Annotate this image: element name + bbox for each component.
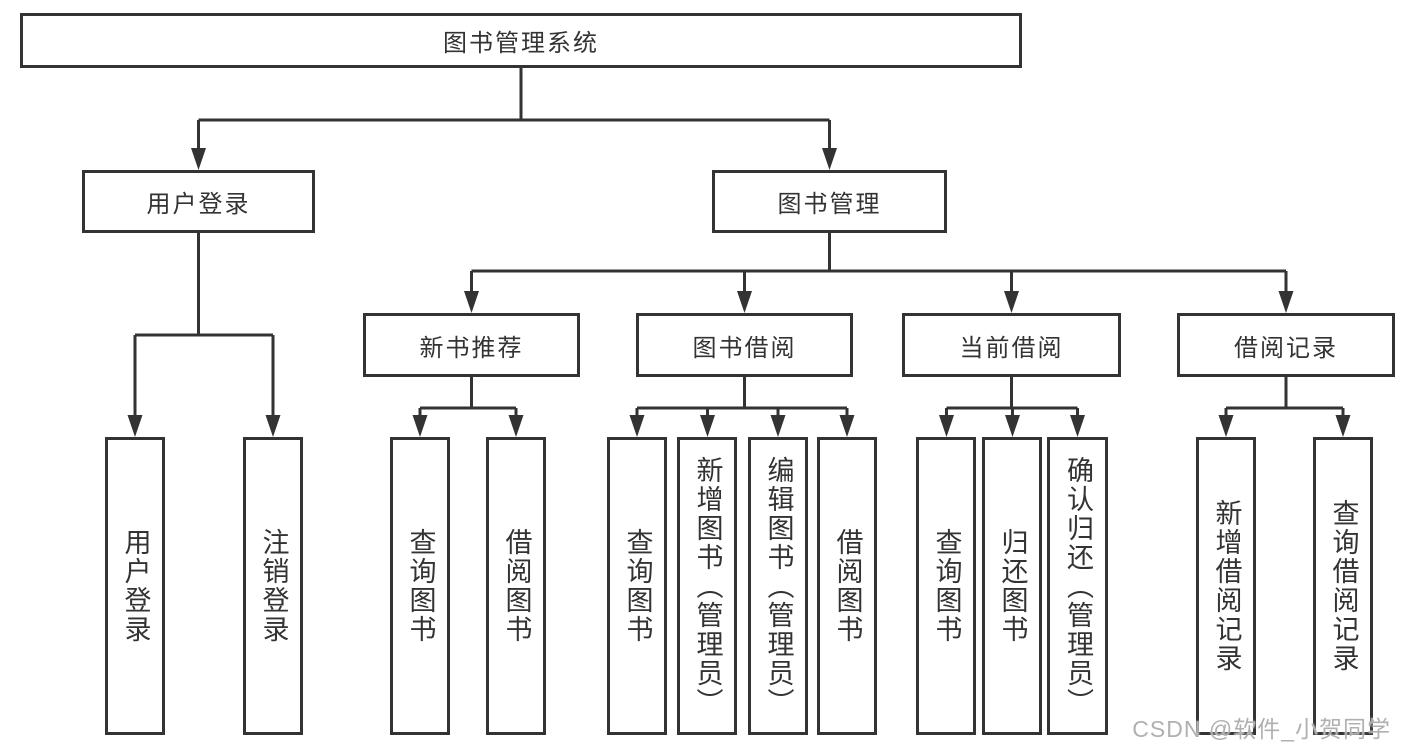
node-label: 借阅图书 bbox=[832, 528, 863, 644]
leaf-br-query-record: 查询借阅记录 bbox=[1313, 437, 1373, 735]
node-label: 用户登录 bbox=[146, 191, 251, 218]
node-borrow-records: 借阅记录 bbox=[1177, 313, 1395, 377]
leaf-cb-return-books: 归还图书 bbox=[982, 437, 1042, 735]
node-label: 查询借阅记录 bbox=[1328, 499, 1359, 673]
leaf-cb-confirm-return-admin: 确认归还（管理员） bbox=[1047, 437, 1108, 735]
leaf-nb-borrow-books: 借阅图书 bbox=[486, 437, 546, 735]
node-label: 图书管理系统 bbox=[443, 30, 599, 57]
node-label: 归还图书 bbox=[997, 528, 1028, 644]
leaf-bb-edit-books-admin: 编辑图书（管理员） bbox=[748, 437, 808, 735]
node-label: 借阅图书 bbox=[501, 528, 532, 644]
node-user-login: 用户登录 bbox=[82, 170, 315, 233]
node-label: 注销登录 bbox=[258, 528, 289, 644]
leaf-cb-query-books: 查询图书 bbox=[916, 437, 976, 735]
node-label: 编辑图书（管理员） bbox=[763, 455, 794, 717]
node-book-management: 图书管理 bbox=[712, 170, 947, 233]
node-book-borrow: 图书借阅 bbox=[636, 313, 853, 377]
node-label: 用户登录 bbox=[120, 528, 151, 644]
node-label: 借阅记录 bbox=[1234, 334, 1338, 362]
leaf-nb-query-books: 查询图书 bbox=[390, 437, 450, 735]
node-label: 确认归还（管理员） bbox=[1063, 455, 1093, 717]
leaf-logout: 注销登录 bbox=[243, 437, 303, 735]
node-library-system: 图书管理系统 bbox=[20, 13, 1022, 68]
node-label: 图书借阅 bbox=[692, 334, 797, 362]
leaf-bb-add-books-admin: 新增图书（管理员） bbox=[677, 437, 737, 735]
leaf-bb-borrow-books: 借阅图书 bbox=[817, 437, 877, 735]
node-new-book-recommend: 新书推荐 bbox=[363, 313, 580, 377]
node-label: 新增借阅记录 bbox=[1211, 499, 1242, 673]
leaf-br-add-record: 新增借阅记录 bbox=[1196, 437, 1256, 735]
node-label: 新增图书（管理员） bbox=[692, 455, 723, 717]
node-label: 当前借阅 bbox=[959, 334, 1064, 362]
node-label: 图书管理 bbox=[777, 191, 882, 218]
watermark-csdn: CSDN @软件_小贺同学 bbox=[1132, 716, 1391, 742]
node-label: 查询图书 bbox=[405, 528, 436, 644]
leaf-bb-query-books: 查询图书 bbox=[607, 437, 667, 735]
node-label: 查询图书 bbox=[931, 528, 962, 644]
leaf-user-login: 用户登录 bbox=[105, 437, 165, 735]
node-label: 查询图书 bbox=[622, 528, 653, 644]
node-current-borrow: 当前借阅 bbox=[902, 313, 1121, 377]
node-label: 新书推荐 bbox=[419, 334, 524, 362]
